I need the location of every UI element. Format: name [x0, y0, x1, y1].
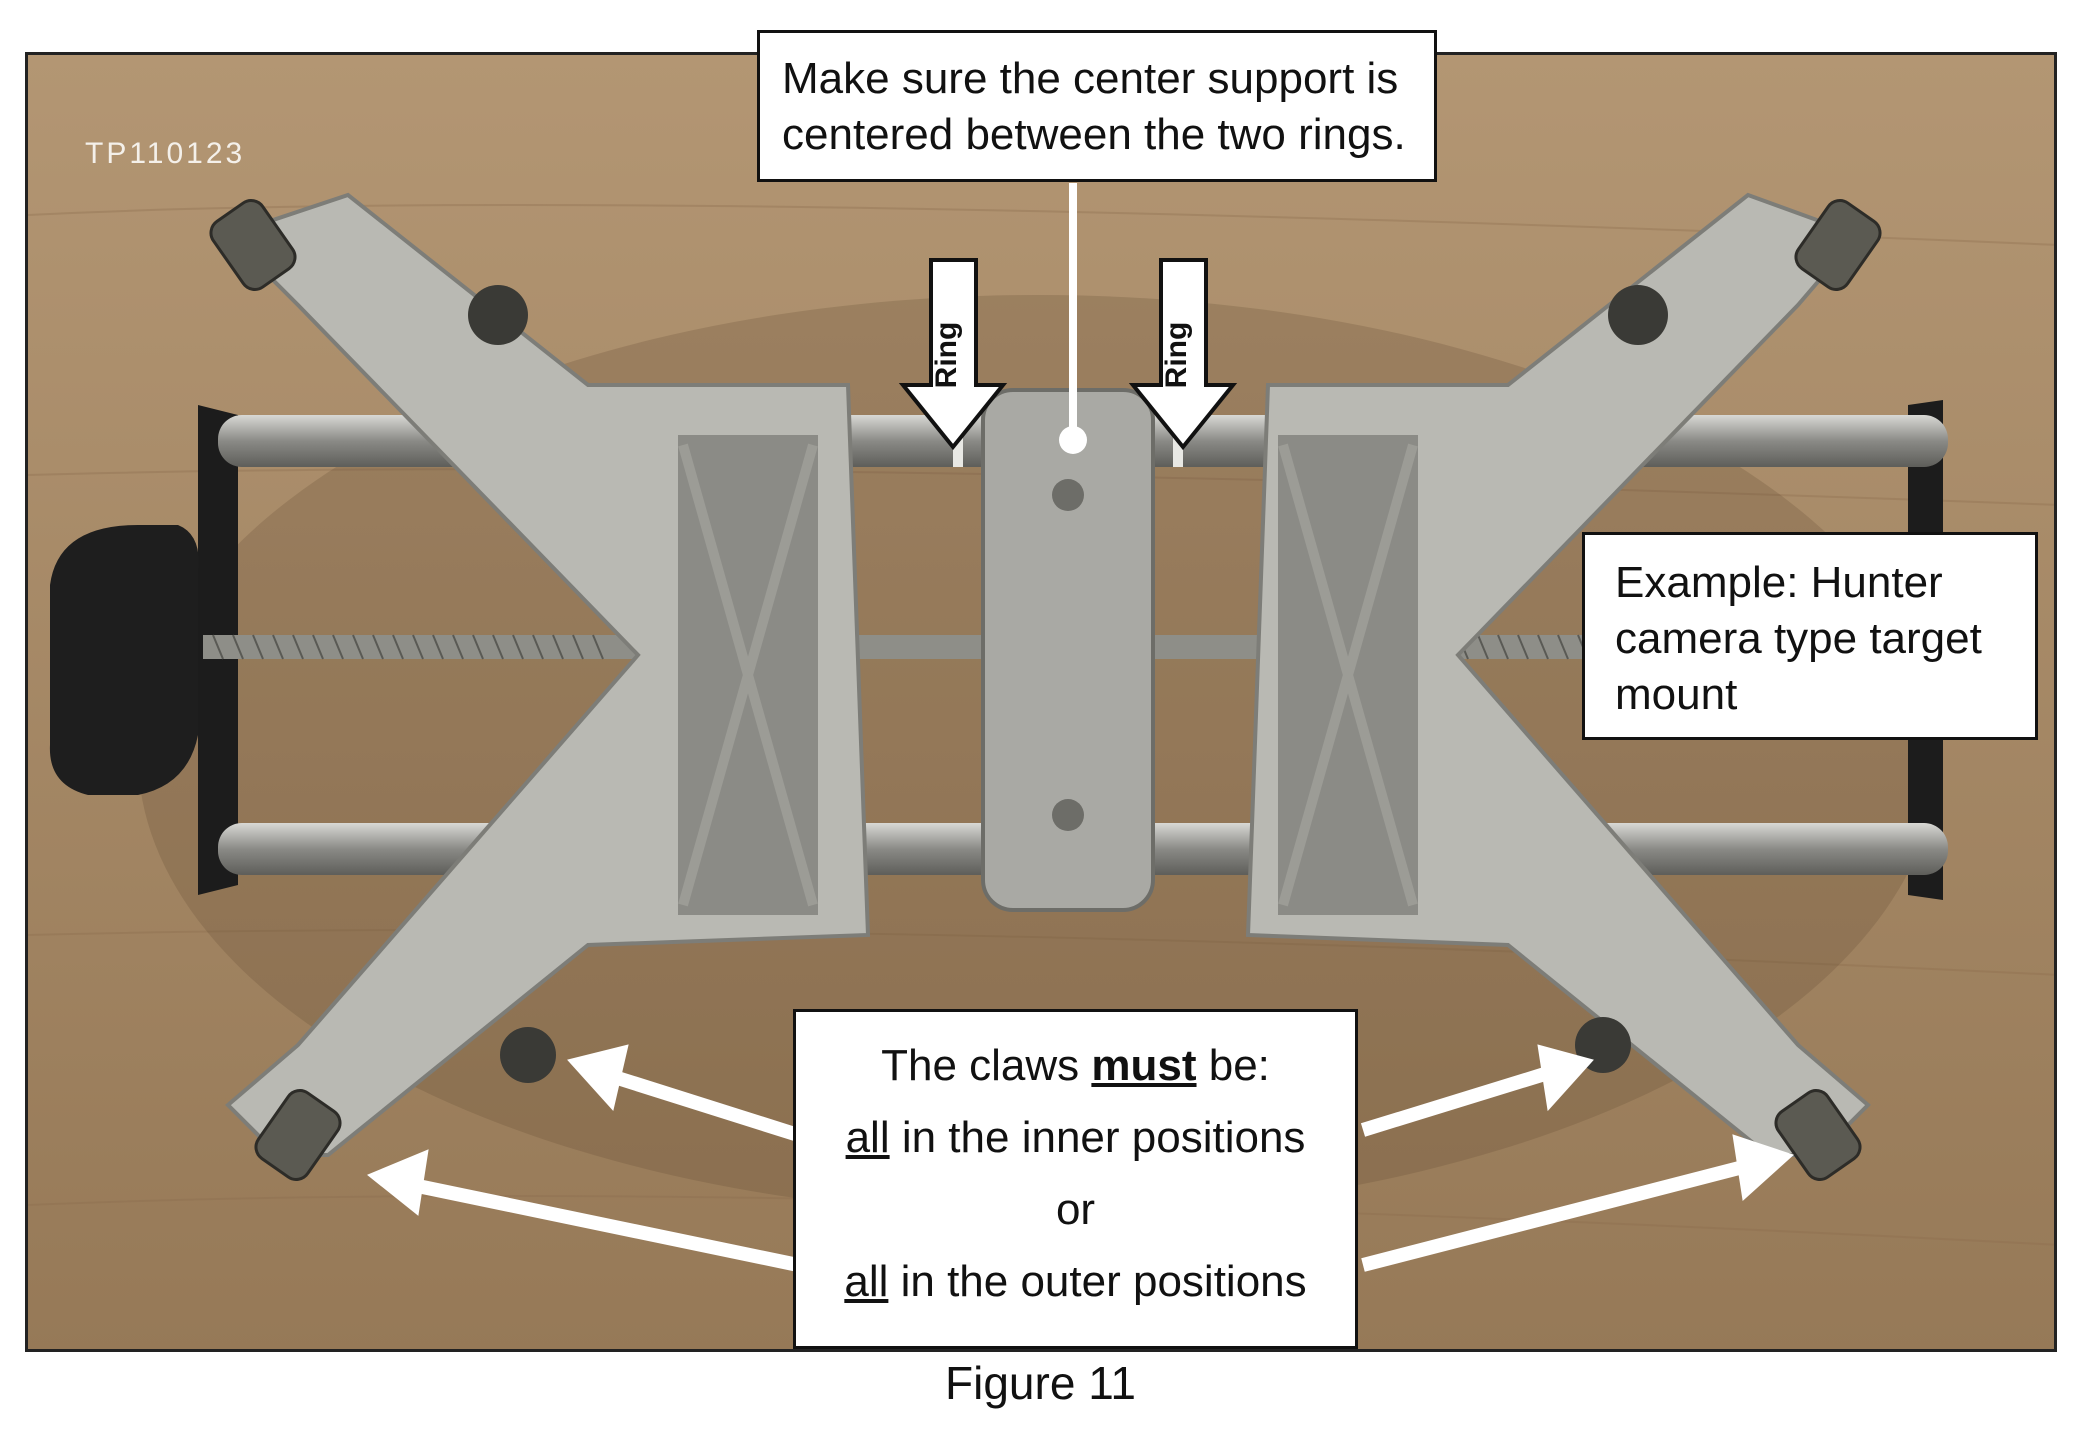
ring-arrow-right: Ring	[1128, 258, 1238, 451]
claws-text-inner-positions: in the inner positions	[889, 1113, 1306, 1162]
claws-text-all-inner: all	[845, 1113, 890, 1162]
claw-hole-top-left	[468, 285, 528, 345]
example-callout-line-2: camera type target	[1615, 614, 1982, 663]
claw-pointer-arrows	[367, 1044, 1794, 1272]
right-cross-brace	[1278, 443, 1418, 907]
claws-text-post: be:	[1196, 1041, 1270, 1090]
claws-text-pre: The claws	[881, 1041, 1092, 1090]
claws-text-must: must	[1091, 1041, 1197, 1090]
center-support-callout-line-2: centered between the two rings.	[782, 110, 1406, 159]
example-callout: Example: Hunter camera type target mount	[1582, 532, 2038, 740]
example-callout-line-3: mount	[1615, 670, 1738, 719]
ring-label-left: Ring	[930, 322, 963, 389]
arrow-to-bottom-right-inner	[1360, 1066, 1551, 1137]
product-photo: Ring Ring TP110123	[25, 52, 2057, 1352]
claws-callout: The claws must be: all in the inner posi…	[793, 1009, 1358, 1349]
claws-text-outer-positions: in the outer positions	[888, 1257, 1307, 1306]
claw-hole-bottom-left-inner	[500, 1027, 556, 1083]
center-support-bolt-top	[1052, 479, 1084, 511]
example-callout-line-1: Example: Hunter	[1615, 558, 1943, 607]
claws-callout-line-3: or	[1055, 1185, 1096, 1234]
arrow-to-bottom-right-outer	[1361, 1160, 1745, 1272]
arrowhead-bottom-left-outer	[367, 1149, 429, 1216]
claws-callout-line-2: all in the inner positions	[806, 1102, 1345, 1174]
figure-caption: Figure 11	[945, 1357, 1136, 1409]
center-support-callout-line-1: Make sure the center support is	[782, 54, 1399, 103]
arrow-to-bottom-left-inner	[605, 1068, 801, 1142]
claws-callout-line-1: The claws must be:	[806, 1030, 1345, 1102]
claw-top-right	[1794, 199, 1882, 291]
ring-label-right: Ring	[1160, 322, 1193, 389]
claws-text-all-outer: all	[844, 1257, 889, 1306]
claw-hole-top-right	[1608, 285, 1668, 345]
photo-id-tag: TP110123	[85, 137, 246, 170]
arrow-to-bottom-left-outer	[411, 1178, 800, 1272]
center-support-bolt-bottom	[1052, 799, 1084, 831]
ring-arrow-left: Ring	[898, 258, 1008, 451]
claws	[209, 199, 1882, 1181]
claws-callout-line-4: all in the outer positions	[806, 1246, 1345, 1318]
center-support	[981, 388, 1155, 912]
center-support-leader-dot	[1059, 426, 1087, 454]
knob	[49, 525, 199, 795]
left-cross-brace	[678, 443, 818, 907]
claw-bottom-left	[254, 1089, 342, 1181]
claw-bottom-right	[1774, 1089, 1862, 1181]
arrowhead-bottom-left-inner	[567, 1044, 629, 1112]
center-support-callout: Make sure the center support is centered…	[757, 30, 1437, 182]
arrowhead-bottom-right-inner	[1537, 1044, 1594, 1112]
arrowhead-bottom-right-outer	[1732, 1134, 1794, 1201]
claw-top-left	[209, 199, 297, 291]
